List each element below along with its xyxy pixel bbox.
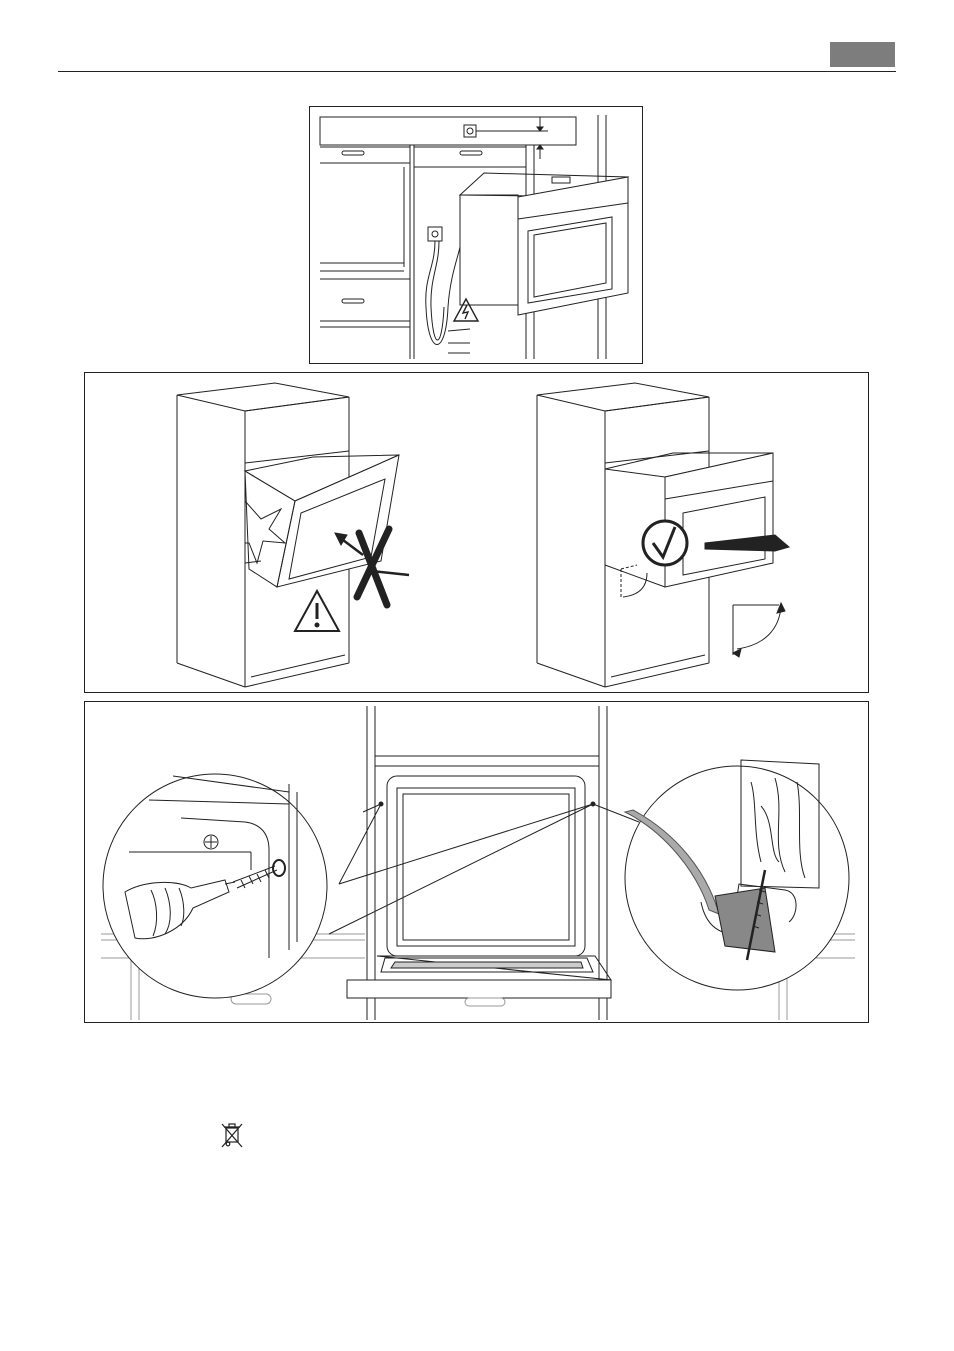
section-tab: [830, 42, 895, 67]
figure-insertion-wrong-right: [84, 372, 869, 693]
crossed-bin-icon: [220, 1122, 244, 1149]
header-rule: [58, 71, 896, 72]
figure-fixing-screws: [84, 701, 869, 1023]
figure-installation-niche: [309, 106, 643, 364]
